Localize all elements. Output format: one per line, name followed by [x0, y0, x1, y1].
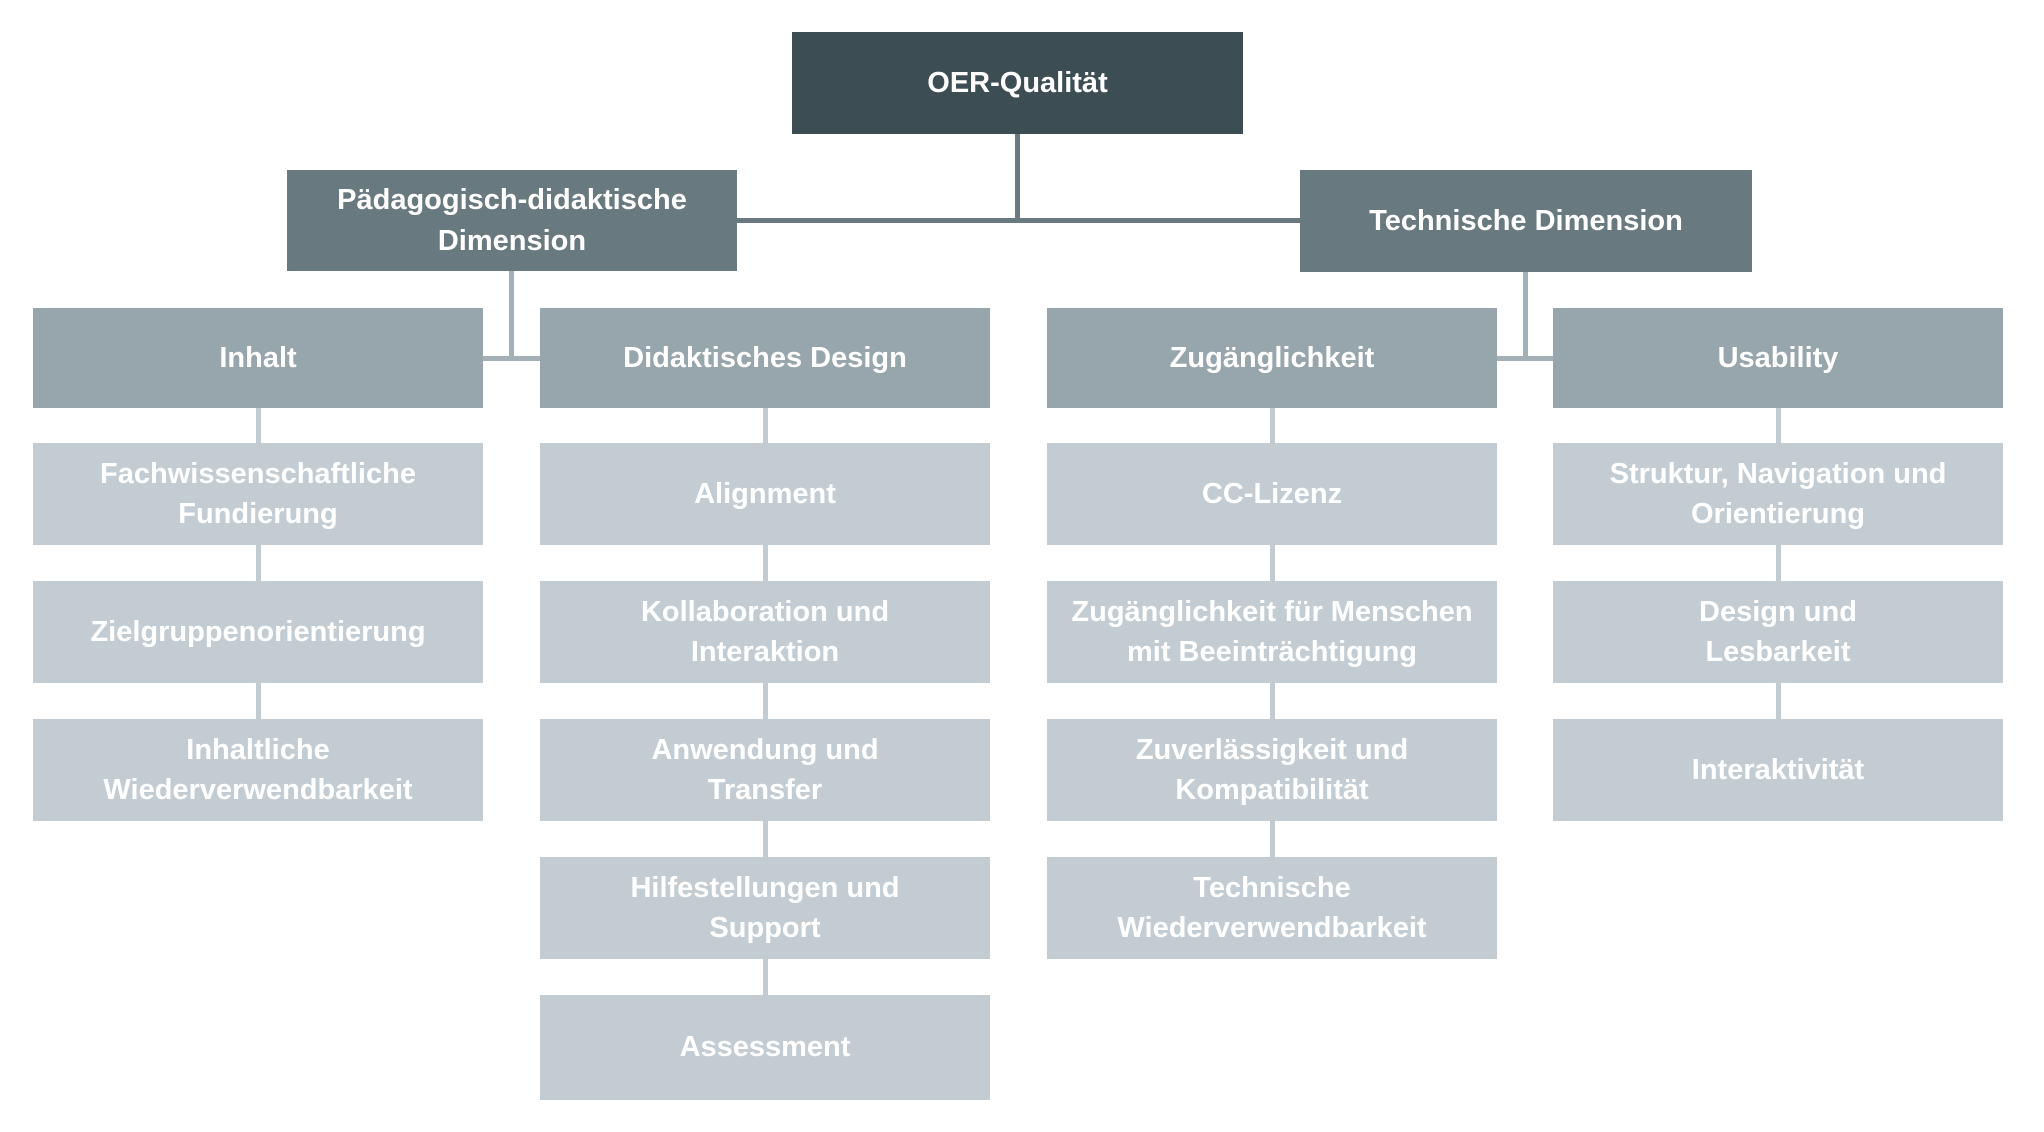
connector-col2-gap1 [763, 408, 768, 443]
connector-col1-gap3 [256, 683, 261, 719]
connector-root-drop [1015, 134, 1020, 223]
node-didaktisches-design: Didaktisches Design [540, 308, 990, 408]
connector-col3-gap3 [1270, 683, 1275, 719]
node-kollaboration-und-interaktion: Kollaboration und Interaktion [540, 581, 990, 683]
connector-dimensions-bar [737, 218, 1300, 223]
connector-technische-stub [1497, 356, 1553, 361]
node-hilfestellungen-und-support: Hilfestellungen und Support [540, 857, 990, 959]
connector-col4-gap2 [1776, 545, 1781, 581]
connector-col3-gap2 [1270, 545, 1275, 581]
connector-col3-gap4 [1270, 821, 1275, 857]
connector-col4-gap3 [1776, 683, 1781, 719]
node-paedagogisch-didaktische-dimension: Pädagogisch-didaktische Dimension [287, 170, 737, 271]
connector-col3-gap1 [1270, 408, 1275, 443]
node-zugaenglichkeit: Zugänglichkeit [1047, 308, 1497, 408]
connector-col2-gap3 [763, 683, 768, 719]
node-inhalt: Inhalt [33, 308, 483, 408]
node-struktur-navigation-orientierung: Struktur, Navigation und Orientierung [1553, 443, 2003, 545]
node-technische-wiederverwendbarkeit: Technische Wiederverwendbarkeit [1047, 857, 1497, 959]
node-oer-qualitaet: OER-Qualität [792, 32, 1243, 134]
connector-col2-gap4 [763, 821, 768, 857]
connector-technische-drop [1523, 271, 1528, 361]
node-inhaltliche-wiederverwendbarkeit: Inhaltliche Wiederverwendbarkeit [33, 719, 483, 821]
connector-col4-gap1 [1776, 408, 1781, 443]
node-alignment: Alignment [540, 443, 990, 545]
node-anwendung-und-transfer: Anwendung und Transfer [540, 719, 990, 821]
node-fachwissenschaftliche-fundierung: Fachwissenschaftliche Fundierung [33, 443, 483, 545]
connector-col2-gap5 [763, 959, 768, 995]
node-assessment: Assessment [540, 995, 990, 1100]
node-zielgruppenorientierung: Zielgruppenorientierung [33, 581, 483, 683]
node-interaktivitaet: Interaktivität [1553, 719, 2003, 821]
connector-paedagogisch-stub [483, 356, 540, 361]
node-zugaenglichkeit-fuer-menschen: Zugänglichkeit für Menschen mit Beeinträ… [1047, 581, 1497, 683]
connector-col1-gap1 [256, 408, 261, 443]
connector-col2-gap2 [763, 545, 768, 581]
node-usability: Usability [1553, 308, 2003, 408]
node-cc-lizenz: CC-Lizenz [1047, 443, 1497, 545]
connector-col1-gap2 [256, 545, 261, 581]
connector-paedagogisch-drop [509, 271, 514, 361]
node-zuverlaessigkeit-und-kompatibilitaet: Zuverlässigkeit und Kompatibilität [1047, 719, 1497, 821]
node-technische-dimension: Technische Dimension [1300, 170, 1752, 272]
node-design-und-lesbarkeit: Design und Lesbarkeit [1553, 581, 2003, 683]
